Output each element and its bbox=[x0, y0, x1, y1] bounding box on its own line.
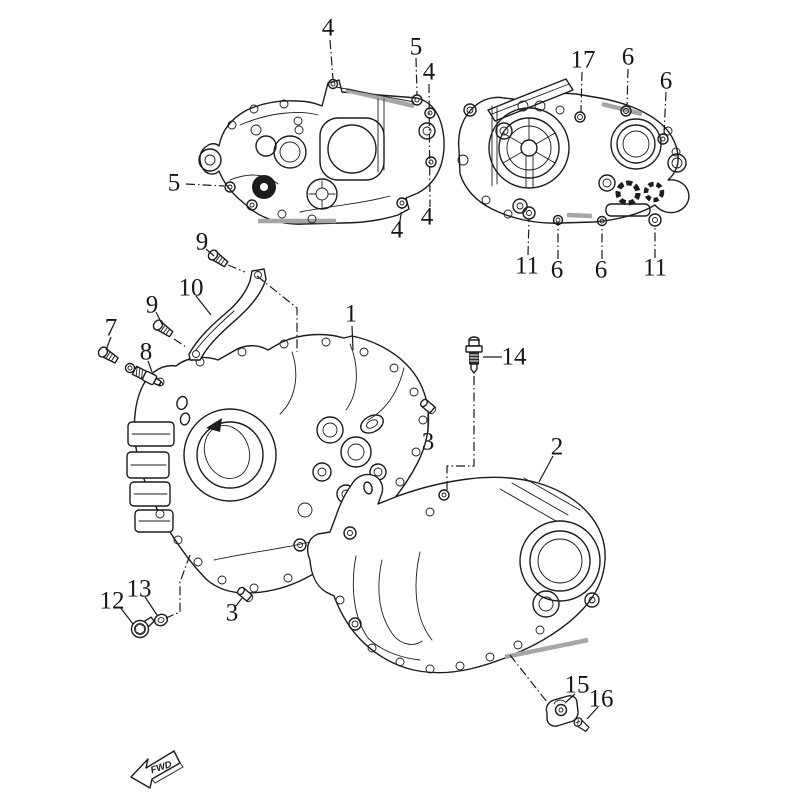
callout-6-b: 6 bbox=[659, 67, 673, 95]
callout-6-c: 6 bbox=[550, 256, 564, 284]
plate-15 bbox=[545, 695, 579, 727]
callout-1: 1 bbox=[344, 300, 358, 328]
crankcase-half-top-left bbox=[198, 78, 445, 225]
fwd-arrow: FWD bbox=[130, 750, 184, 789]
callout-4-b: 4 bbox=[422, 58, 436, 86]
callout-17: 17 bbox=[570, 46, 596, 74]
drain-bolt-12 bbox=[130, 616, 155, 639]
callout-4-a: 4 bbox=[321, 14, 335, 42]
callout-4-d: 4 bbox=[390, 216, 404, 244]
callout-9-a: 9 bbox=[195, 228, 209, 256]
callout-11-a: 11 bbox=[514, 252, 540, 280]
switch-assembly-8 bbox=[124, 362, 164, 386]
callout-12: 12 bbox=[99, 587, 125, 615]
callout-9-b: 9 bbox=[145, 291, 159, 319]
crankcase-2 bbox=[306, 473, 606, 674]
screw-16 bbox=[573, 717, 590, 732]
crankcase-half-top-right bbox=[457, 78, 690, 227]
callout-13: 13 bbox=[126, 575, 152, 603]
callout-4-c: 4 bbox=[420, 203, 434, 231]
callout-14: 14 bbox=[501, 343, 527, 371]
callout-2: 2 bbox=[550, 433, 564, 461]
bracket-10 bbox=[188, 268, 267, 361]
callout-5-a: 5 bbox=[409, 33, 423, 61]
callout-3-a: 3 bbox=[421, 428, 435, 456]
callout-7: 7 bbox=[104, 314, 118, 342]
leader-lines bbox=[105, 248, 599, 720]
callout-8: 8 bbox=[139, 338, 153, 366]
bolt-7 bbox=[97, 346, 119, 364]
dowel-pin-3-lower bbox=[236, 586, 254, 603]
callout-15: 15 bbox=[564, 671, 590, 699]
sensor-14 bbox=[465, 336, 483, 374]
dowel-pin-3-upper bbox=[419, 398, 437, 415]
bolt-9-lower bbox=[152, 319, 174, 338]
callout-5-b: 5 bbox=[167, 169, 181, 197]
callout-11-b: 11 bbox=[642, 254, 668, 282]
alignment-lines bbox=[165, 39, 667, 708]
callout-6-a: 6 bbox=[621, 43, 635, 71]
callout-16: 16 bbox=[588, 685, 614, 713]
washer-13 bbox=[153, 613, 169, 627]
callout-6-d: 6 bbox=[594, 256, 608, 284]
bolt-9-upper bbox=[207, 249, 229, 268]
callout-10: 10 bbox=[178, 274, 204, 302]
callout-3-b: 3 bbox=[225, 599, 239, 627]
